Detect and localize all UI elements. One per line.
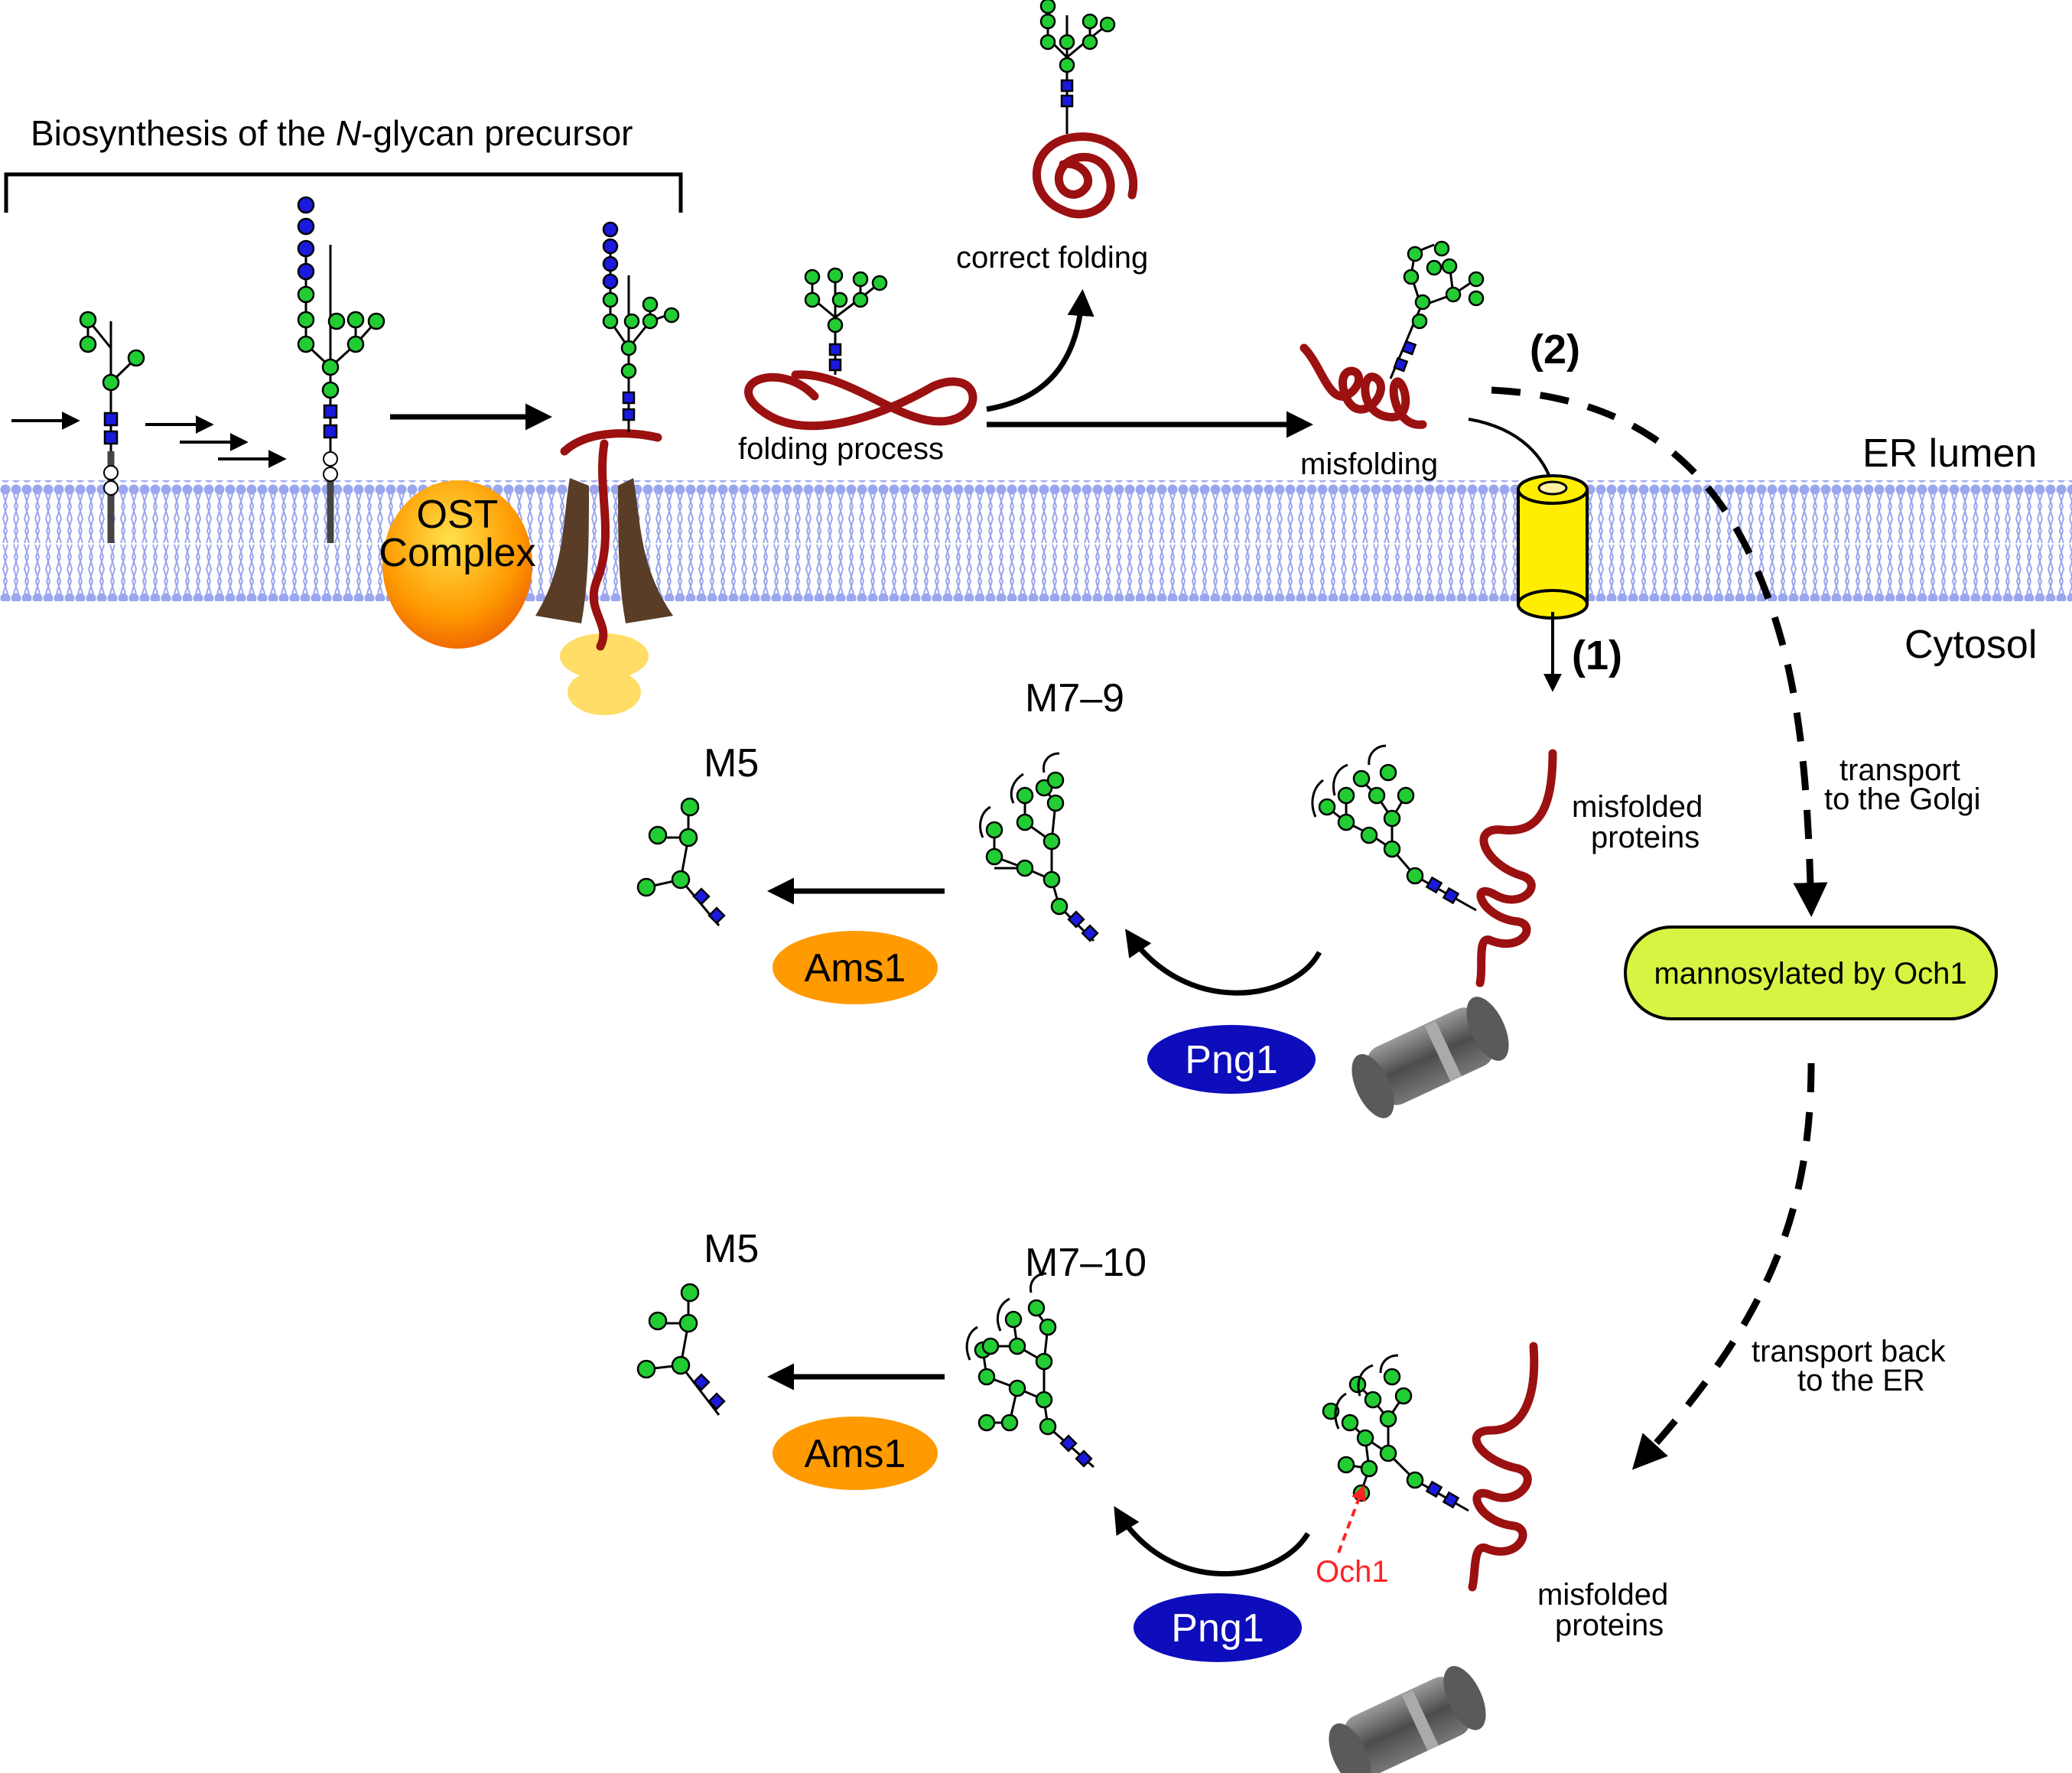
m5-bottom-glycan <box>636 1283 726 1416</box>
m710-label: M7–10 <box>1025 1241 1147 1285</box>
png1-label-top: Png1 <box>1185 1038 1277 1082</box>
transport-golgi-label-1: transport <box>1839 753 1960 787</box>
ams1-label-bottom: Ams1 <box>805 1432 906 1476</box>
ams1-label-top: Ams1 <box>805 946 906 991</box>
m5-bottom-label: M5 <box>704 1227 759 1271</box>
biosynthesis-bracket <box>4 172 683 213</box>
folding-process-label: folding process <box>738 432 944 466</box>
title: Biosynthesis of the N-glycan precursor <box>31 113 633 153</box>
misfolded-label-1b: proteins <box>1591 821 1700 854</box>
misfolded-protein-er <box>1299 240 1485 429</box>
png1-enzyme-top <box>1147 1025 1316 1094</box>
transport-golgi-label-2: to the Golgi <box>1824 782 1981 816</box>
misfolded-protein-cytosol-1 <box>1311 744 1557 987</box>
proteasome-2 <box>1329 1666 1486 1773</box>
misfolded-protein-cytosol-2 <box>1322 1342 1539 1592</box>
misfolded-label-1a: misfolded <box>1572 790 1703 824</box>
misfolding-label: misfolding <box>1300 447 1438 481</box>
m5-top-label: M5 <box>704 741 759 786</box>
och1-arrow <box>1337 1485 1366 1553</box>
ams1-enzyme-top <box>773 931 938 1004</box>
cytosol-label: Cytosol <box>1904 623 2037 667</box>
precursor-glycan-2 <box>297 196 385 543</box>
m710-glycan <box>965 1272 1095 1469</box>
retrotranslocation-channel <box>1517 474 1589 620</box>
och1-mannosylation-label: mannosylated by Och1 <box>1654 957 1966 991</box>
transferred-glycan <box>602 221 680 432</box>
folding-protein <box>744 267 977 431</box>
och1-label: Och1 <box>1316 1555 1389 1589</box>
m79-label: M7–9 <box>1025 676 1124 721</box>
ams1-enzyme-bottom <box>773 1417 938 1490</box>
png1-enzyme-bottom <box>1134 1593 1302 1662</box>
er-lumen-label: ER lumen <box>1862 431 2037 476</box>
transport-back-label-2: to the ER <box>1797 1364 1925 1397</box>
och1-mannosylation-box <box>1624 926 1998 1020</box>
misfolded-label-2b: proteins <box>1555 1609 1664 1642</box>
misfolded-label-2a: misfolded <box>1537 1578 1668 1612</box>
pathway-2-label: (2) <box>1530 327 1580 372</box>
png1-label-bottom: Png1 <box>1171 1606 1264 1651</box>
transport-back-label-1: transport back <box>1752 1335 1946 1368</box>
correct-folding-label: correct folding <box>956 241 1148 275</box>
m79-glycan <box>979 752 1099 942</box>
er-membrane <box>0 480 2072 601</box>
ost-label-line1: OST <box>417 493 499 537</box>
pathway-1-label: (1) <box>1572 633 1622 678</box>
proteasome-1 <box>1352 997 1509 1118</box>
m5-top-glycan <box>636 797 726 926</box>
precursor-glycan-1 <box>79 311 145 543</box>
translocon <box>535 429 673 715</box>
ost-complex <box>382 480 532 649</box>
ost-label-line2: Complex <box>379 531 535 575</box>
correctly-folded-protein <box>1033 0 1138 219</box>
